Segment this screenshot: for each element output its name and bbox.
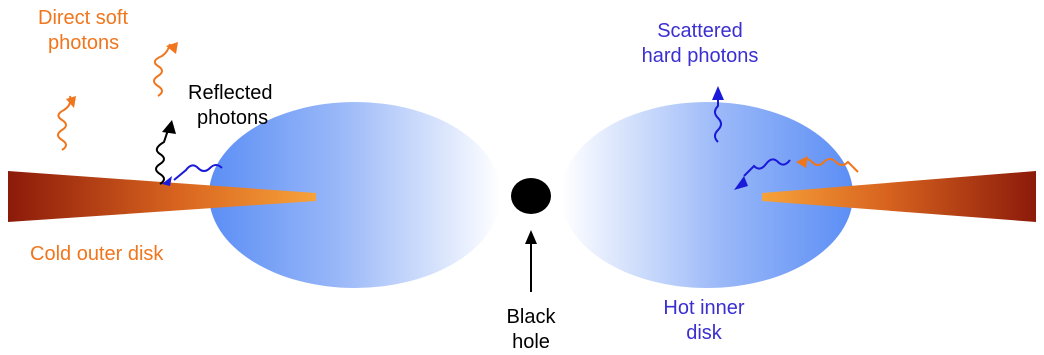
cold-outer-disk-right bbox=[762, 171, 1036, 222]
soft-photon-into-hot-disk bbox=[796, 156, 859, 173]
label-scattered-hard-photons: Scattered hard photons bbox=[641, 20, 759, 67]
black-hole-pointer-arrowhead bbox=[525, 230, 537, 244]
label-direct-soft-photons: Direct soft photons bbox=[38, 7, 129, 54]
hot-inner-disk-left bbox=[209, 102, 501, 288]
black-hole-dot bbox=[511, 178, 551, 214]
label-hot-inner-disk: Hot inner disk bbox=[663, 297, 745, 344]
cold-outer-disk-left bbox=[8, 171, 316, 222]
reflected-photon bbox=[155, 120, 176, 185]
soft-photon-2 bbox=[153, 42, 178, 97]
scattered-photon-up bbox=[712, 86, 724, 143]
scattered-photon-right bbox=[734, 158, 791, 190]
label-black-hole: Black hole bbox=[506, 306, 556, 353]
scattered-photon-left bbox=[162, 164, 223, 186]
soft-photon-1 bbox=[57, 95, 76, 151]
label-cold-outer-disk: Cold outer disk bbox=[30, 243, 164, 265]
hot-inner-disk-right bbox=[561, 102, 853, 288]
label-reflected-photons: Reflected photons bbox=[188, 82, 273, 129]
